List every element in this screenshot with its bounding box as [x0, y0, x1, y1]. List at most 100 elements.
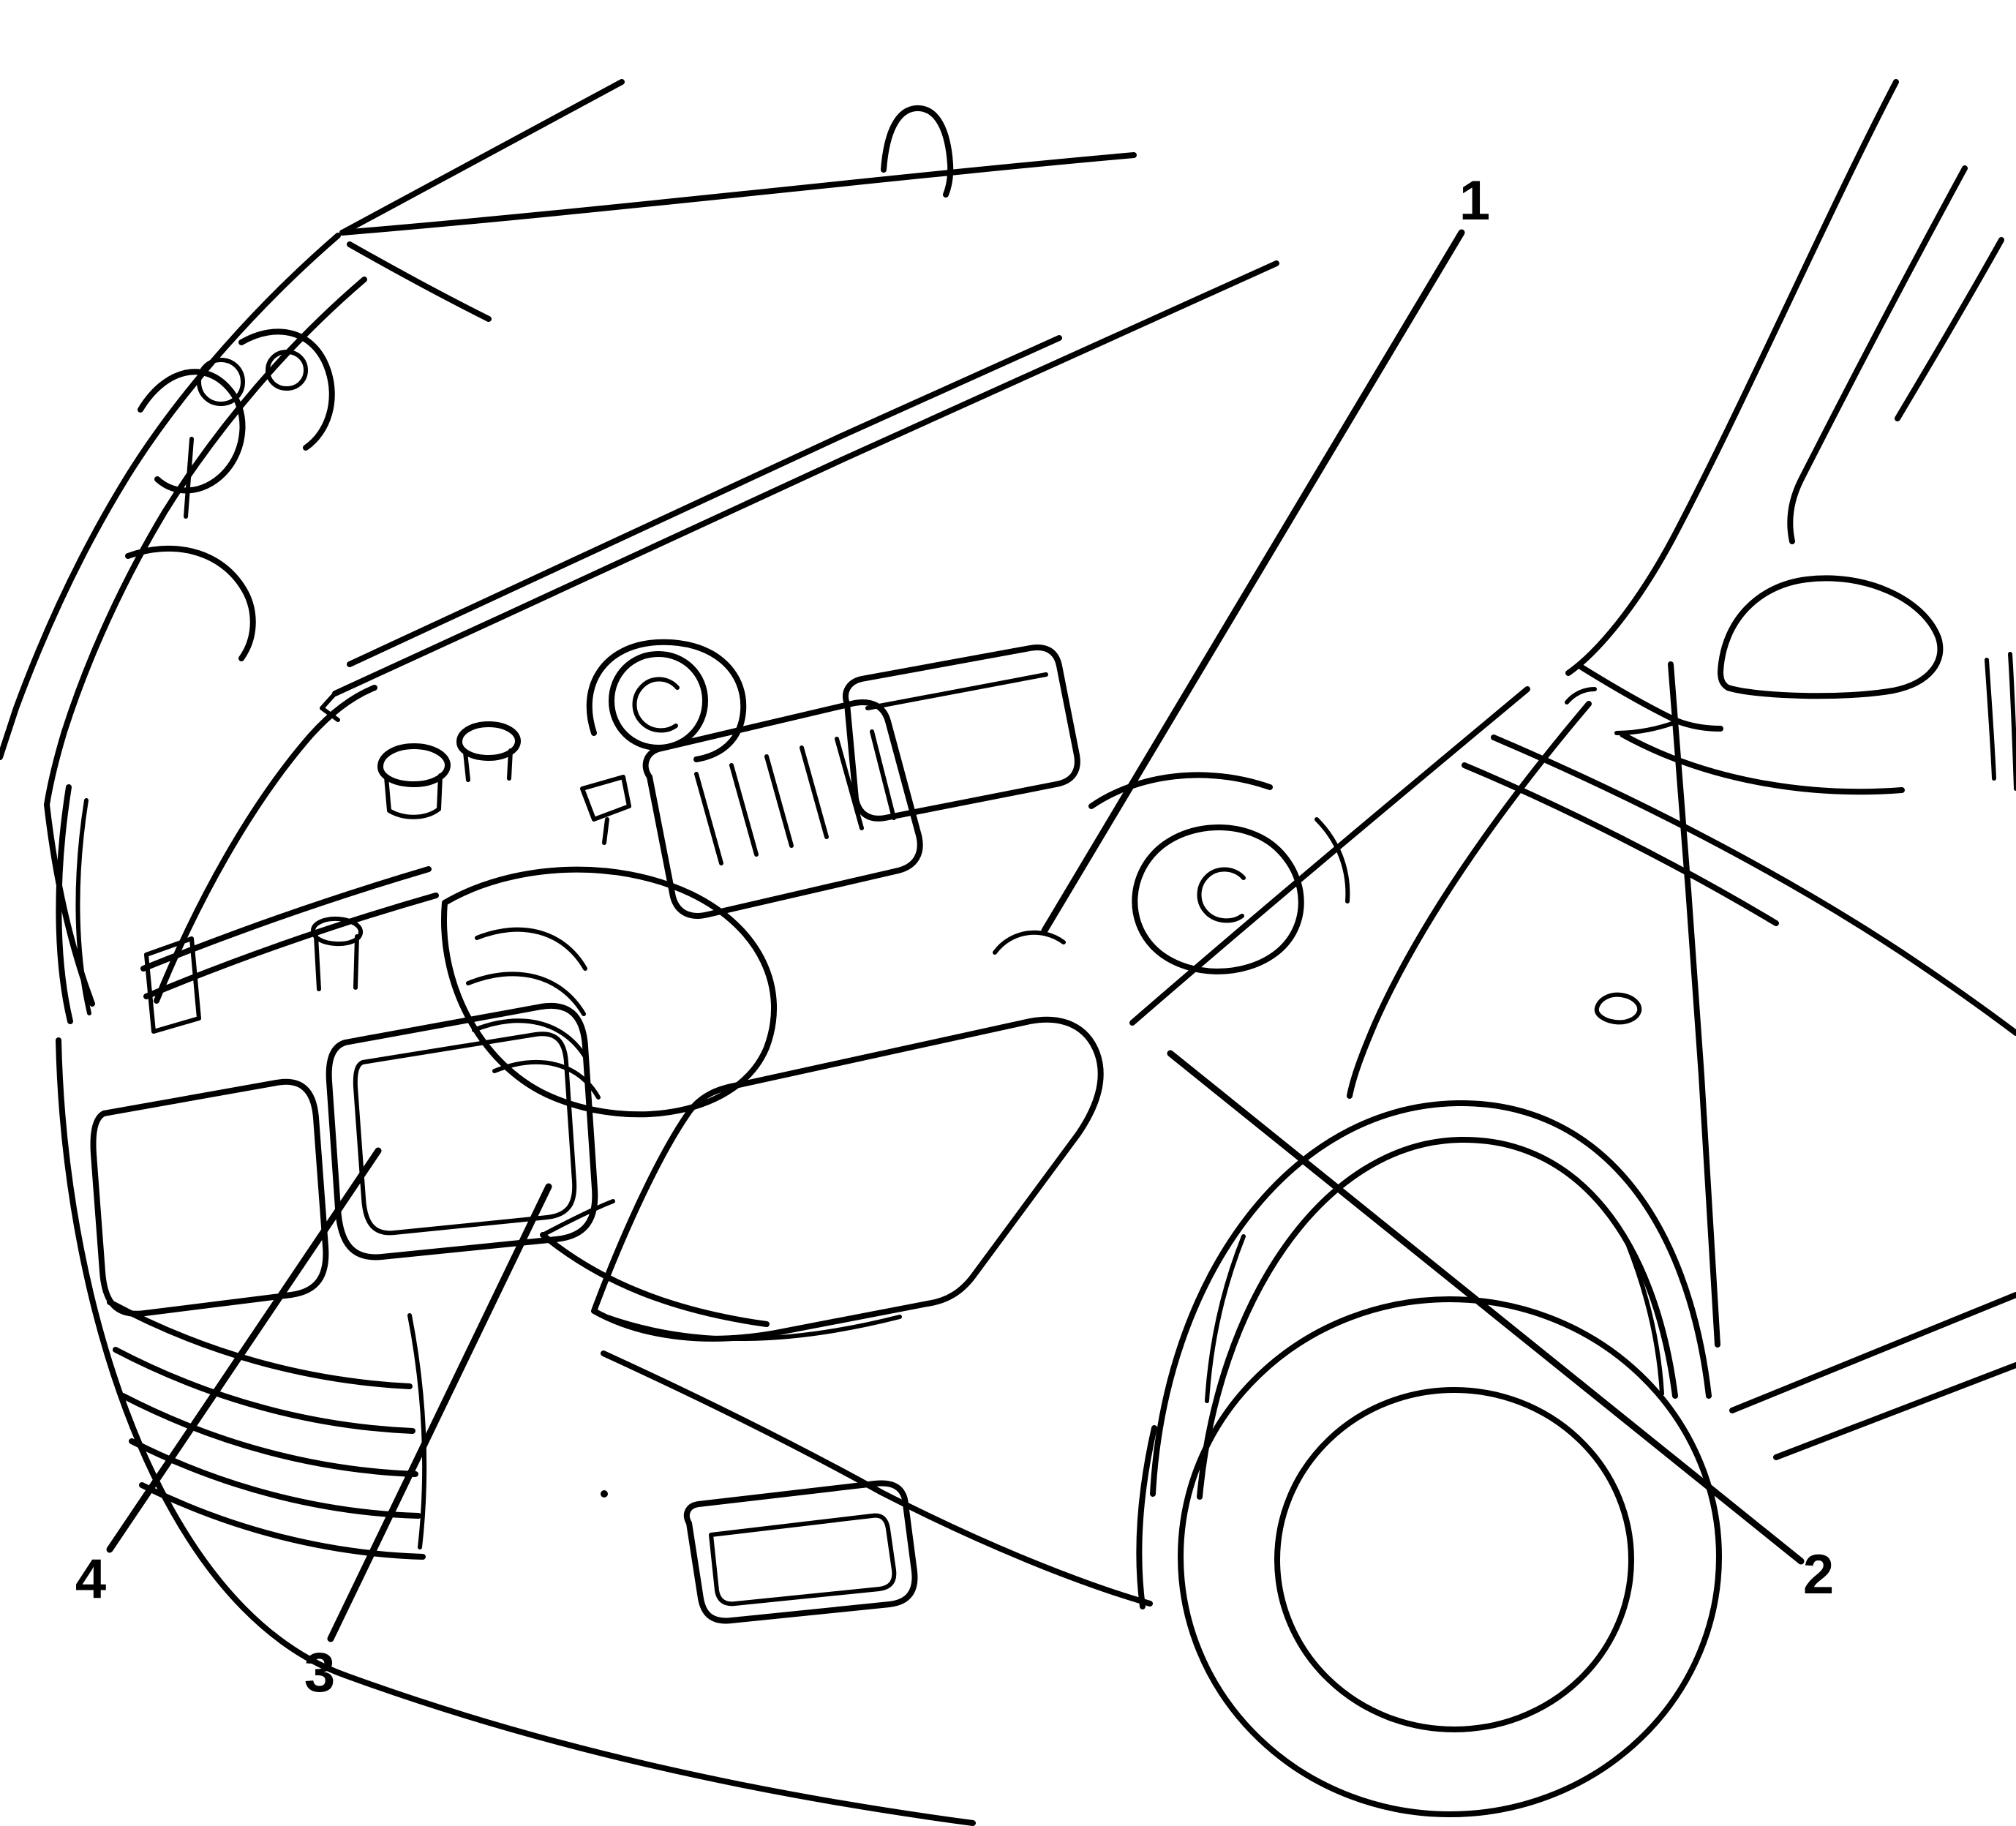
lower-hose-line: [125, 545, 256, 661]
greenhouse: [339, 79, 2004, 676]
callout-number-3: 3: [304, 1642, 335, 1704]
cowl-end-bracket: [320, 691, 340, 722]
front-fascia: [56, 784, 1153, 1826]
antenna-icon: [881, 105, 954, 198]
windshield-top-line: [339, 152, 1137, 236]
headlamp-lower-accent: [605, 1315, 902, 1342]
fog-lamp-outer: [683, 1480, 918, 1624]
grille-left-port: [90, 1078, 329, 1317]
a-pillar-inner-line: [1787, 165, 1968, 544]
mirror-under-curve: [1620, 732, 1905, 795]
grille-right-port-inner: [353, 1032, 577, 1236]
left-fender-front-line: [44, 802, 95, 1007]
lower-grille-slat-1: [107, 1299, 413, 1389]
filler-cap-2: [456, 721, 521, 761]
tire-outline: [1178, 1296, 1722, 1817]
booster-arc: [993, 930, 1066, 955]
reservoir-cap-a: [197, 358, 245, 406]
right-front-quarter: [1129, 686, 1722, 1817]
fender-front-lower-line: [1136, 1425, 1157, 1609]
mirror-dash-arc: [1565, 687, 1597, 705]
arch-shade-left: [1205, 1234, 1246, 1403]
callout-leader-line-1: [1041, 229, 1465, 934]
stray-dot: [601, 1490, 608, 1498]
strut-tower-left-circle: [609, 651, 708, 751]
roof-edge-line: [339, 79, 625, 236]
bumper-bottom-line: [342, 1672, 976, 1826]
lower-grille-right-edge: [407, 1313, 427, 1549]
hood-seam-line: [1129, 686, 1530, 1026]
rocker-line-2: [1773, 1362, 2016, 1460]
mirror-base-inner: [1614, 719, 1680, 735]
b-pillar-line-2: [2008, 652, 2016, 791]
intake-manifold-outline: [441, 866, 778, 1118]
filler-cap-1-stem: [384, 773, 443, 819]
relay-box-lid-line: [865, 672, 1048, 710]
belt-line-inner: [1462, 762, 1779, 926]
arch-shade-right: [1625, 1241, 1664, 1396]
radiator-support-lower-line: [143, 893, 439, 999]
reservoir-cap-b: [266, 350, 308, 391]
mirror-base: [1579, 664, 1723, 732]
bumper-crease-line: [601, 1350, 1153, 1607]
strut-tower-left-blob: [586, 639, 747, 762]
left-body: [0, 233, 1279, 1007]
wheel-rim: [1274, 1387, 1634, 1732]
lower-grille-slat-2: [113, 1347, 415, 1434]
signal-lamp-edge: [540, 1232, 770, 1327]
callouts: 1 2 3 4: [75, 170, 1834, 1704]
headlamp-outline: [591, 1016, 1104, 1342]
callout-number-1: 1: [1459, 170, 1490, 232]
intake-runner-1: [475, 927, 587, 971]
strut-tower-right-edge: [1088, 772, 1273, 809]
lower-grille-slat-5: [139, 1482, 426, 1560]
coolant-hose-line: [138, 369, 246, 494]
engine-bay: [125, 328, 1350, 1118]
callout-leader-line-2: [1167, 1050, 1805, 1565]
engine-cover-outline: [642, 699, 923, 919]
left-headlamp-inner: [75, 798, 91, 1015]
rocker-line-1: [1729, 1292, 2016, 1413]
strut-tower-right-c: [1197, 867, 1246, 923]
cowl-line: [332, 260, 1279, 696]
callout-number-4: 4: [75, 1548, 106, 1610]
signal-lamp-corner: [541, 1199, 615, 1237]
callout-leader-line-3: [327, 1183, 552, 1642]
door-handle: [1594, 992, 1642, 1025]
belt-line: [1491, 734, 2016, 1036]
cowl-upper-line: [347, 335, 1062, 667]
support-bracket: [144, 936, 201, 1034]
b-pillar-line-1: [1985, 658, 1996, 781]
wheel-arch-inner: [1197, 1136, 1678, 1500]
oil-filler-funnel: [580, 775, 631, 845]
intake-runner-2: [466, 972, 586, 1016]
callout-number-2: 2: [1803, 1544, 1834, 1606]
engine-cover-ribs: [694, 729, 896, 865]
filler-cap-2-stem: [463, 748, 513, 782]
door-and-mirror: [1462, 575, 2016, 1460]
callout-leader-line-4: [106, 1147, 382, 1553]
wheel-arch-outer: [1150, 1100, 1712, 1497]
dipstick-line: [184, 437, 194, 519]
radiator-support-upper-line: [140, 866, 432, 972]
intake-runner-3: [472, 1018, 589, 1062]
lower-grille-slat-3: [120, 1393, 418, 1477]
filler-cap-1: [377, 743, 451, 787]
left-fender-inner-line: [44, 277, 367, 808]
left-headlamp-edge: [56, 784, 73, 1024]
strut-tower-left-c: [632, 677, 680, 733]
fog-lamp-inner: [709, 1513, 897, 1607]
intake-hose-line: [238, 328, 335, 451]
mirror-body: [1718, 575, 1944, 699]
left-silhouette-line: [0, 233, 341, 760]
a-pillar-drip-line: [1895, 237, 2004, 421]
relay-box-outline: [843, 645, 1080, 822]
strut-tower-right-circle: [1132, 824, 1304, 974]
a-pillar-line: [1565, 79, 1899, 676]
windshield-molding-line: [347, 241, 492, 322]
door-seam-line: [1668, 661, 1720, 1348]
strut-tower-right-side: [1314, 817, 1350, 903]
fender-crease-line: [1347, 701, 1592, 1099]
